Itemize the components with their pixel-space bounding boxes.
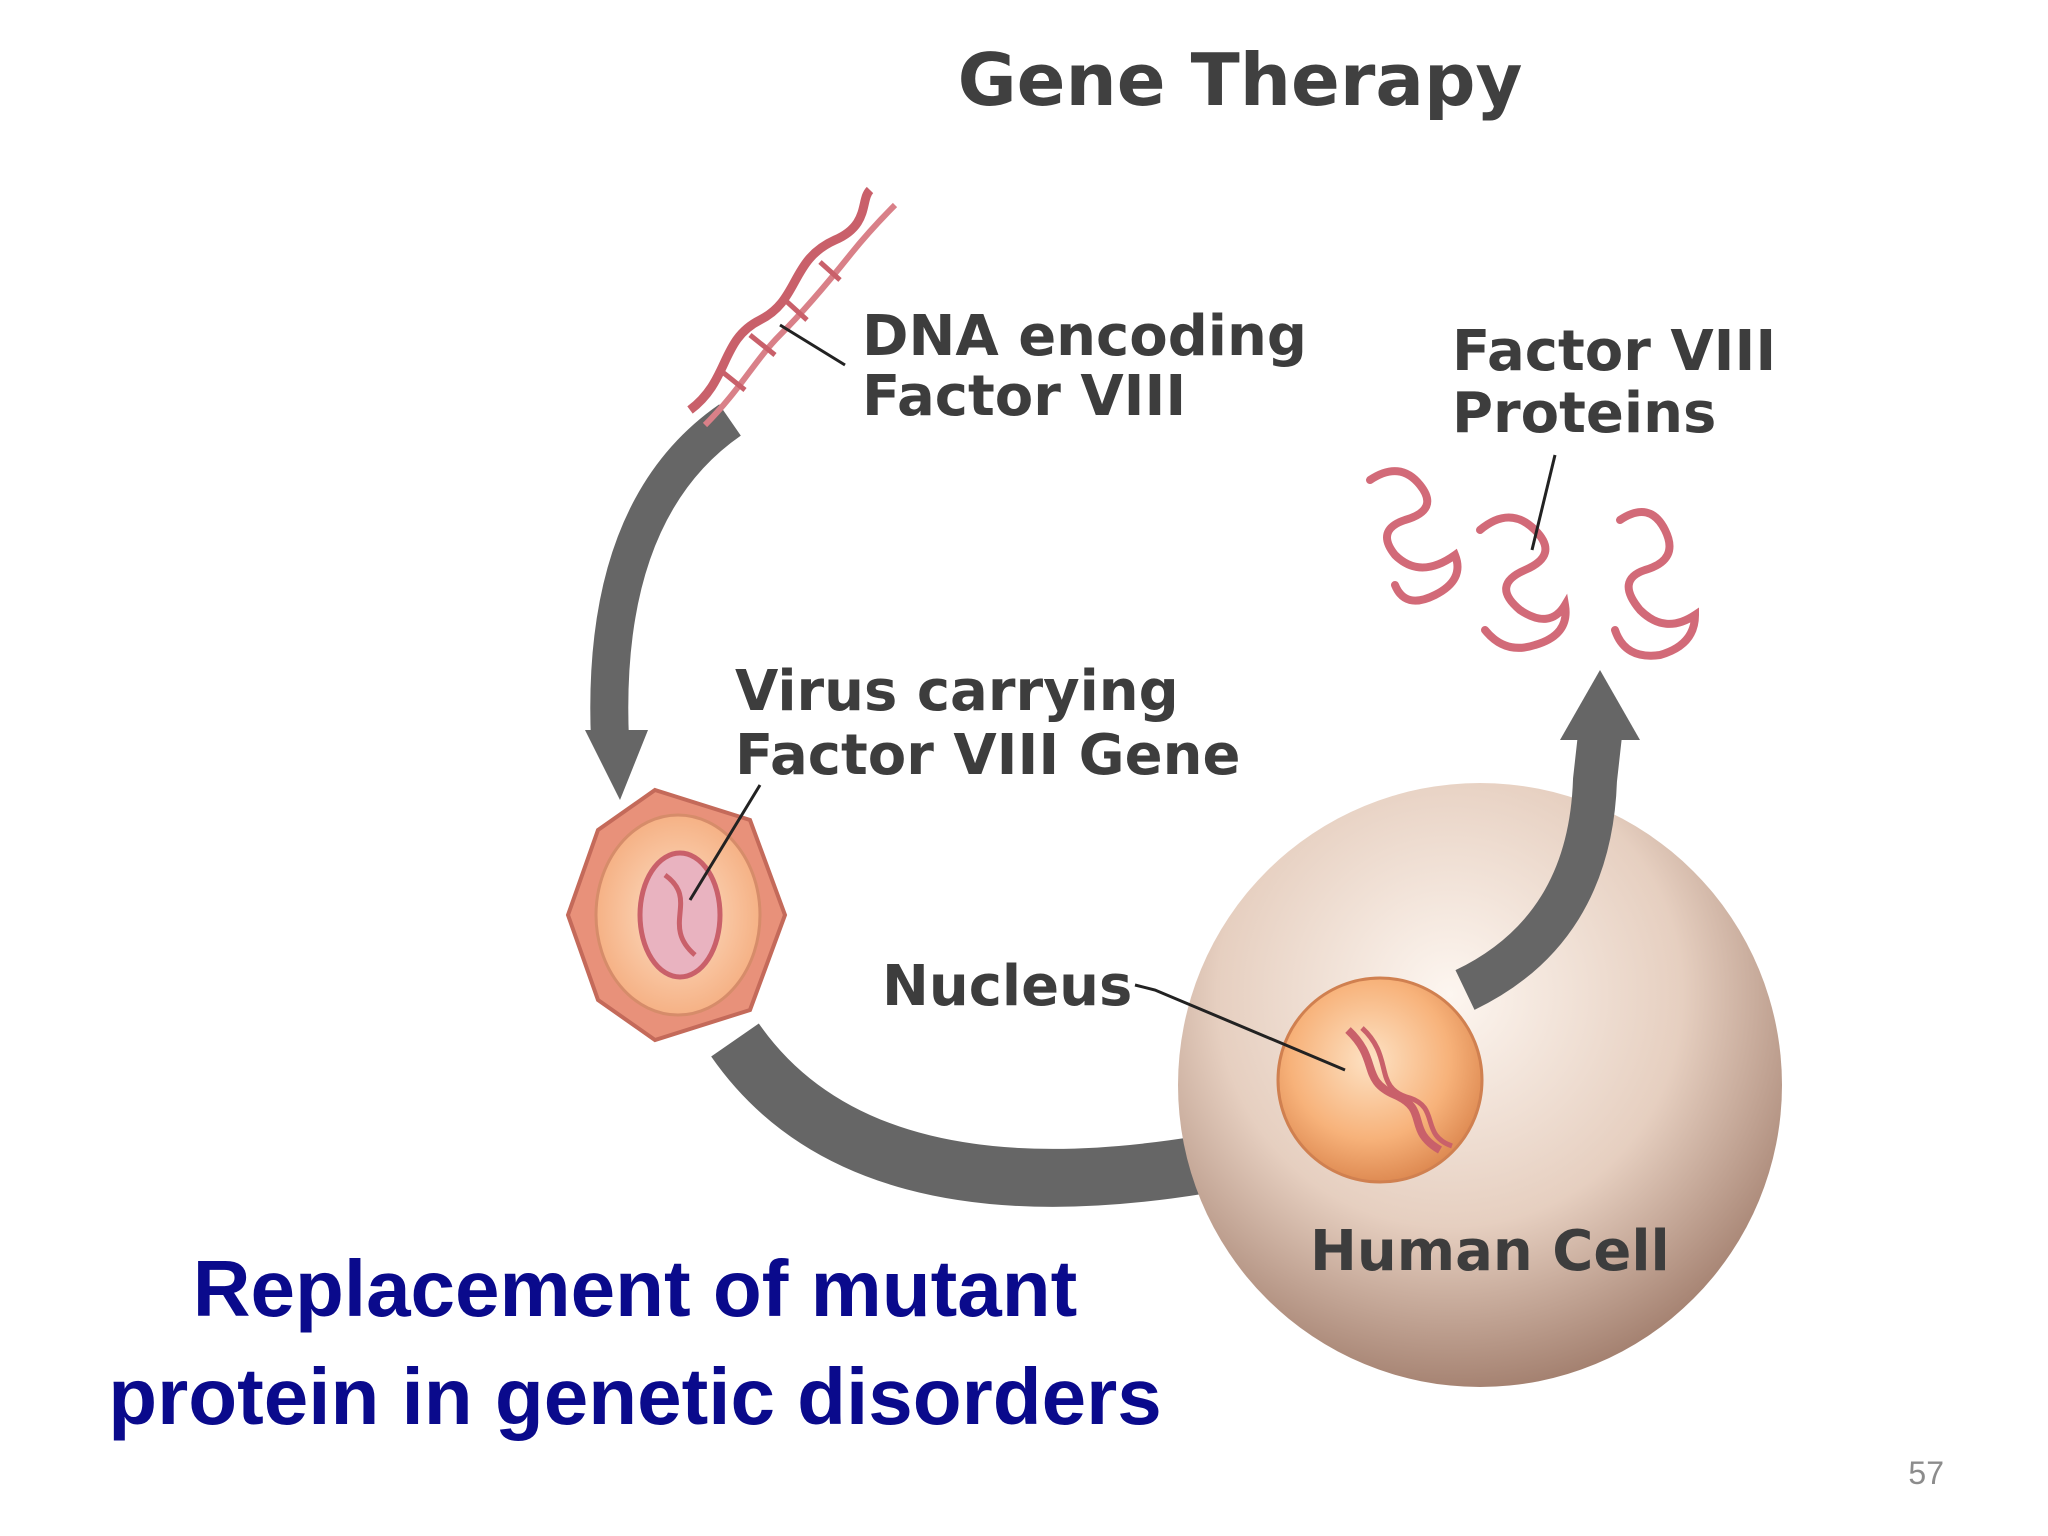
virus-label-line2: Factor VIII Gene (735, 723, 1240, 788)
nucleus-dna-strand (1345, 1027, 1443, 1154)
page-number: 57 (1908, 1455, 1944, 1491)
leader-lines (688, 323, 1557, 1072)
proteins-label-line2: Proteins (1452, 381, 1716, 446)
caption-line-1: Replacement of mutant (192, 1244, 1078, 1333)
proteins-label: Factor VIII Proteins (1452, 319, 1796, 446)
protein-2 (1476, 513, 1570, 652)
dna-helix (687, 186, 898, 428)
arrow-nucleus-to-proteins (1455, 670, 1640, 1010)
dna-leader (779, 323, 846, 367)
virus-particle (565, 787, 788, 1043)
slide-caption: Replacement of mutant protein in genetic… (60, 1235, 1210, 1451)
nucleus-leader (1134, 983, 1346, 1072)
dna-label-line1: DNA encoding (862, 304, 1307, 369)
nucleus-label: Nucleus (882, 954, 1132, 1019)
proteins-label-line1: Factor VIII (1452, 319, 1776, 384)
virus-label: Virus carrying Factor VIII Gene (735, 659, 1240, 788)
factor-viii-proteins (1366, 467, 1700, 660)
protein-3 (1611, 508, 1700, 660)
dna-label-line2: Factor VIII (862, 364, 1186, 429)
diagram-title: Gene Therapy (958, 38, 1523, 122)
proteins-leader (1530, 454, 1557, 551)
arrow-dna-to-virus (585, 404, 742, 800)
virus-leader (688, 784, 762, 901)
nucleus (1276, 976, 1484, 1184)
dna-label: DNA encoding Factor VIII (862, 304, 1326, 429)
human-cell-label: Human Cell (1310, 1219, 1670, 1284)
caption-line-2: protein in genetic disorders (108, 1352, 1162, 1441)
protein-1 (1366, 467, 1462, 605)
virus-label-line1: Virus carrying (735, 659, 1179, 724)
